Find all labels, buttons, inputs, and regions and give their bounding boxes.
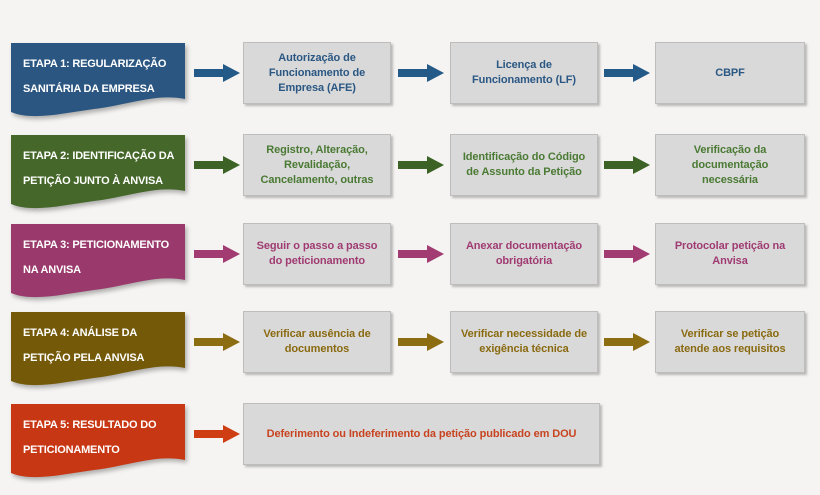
stage-label-line: ETAPA 4: ANÁLISE DA bbox=[23, 327, 138, 339]
process-box-text: Identificação do Código bbox=[462, 151, 586, 163]
right-block-arrow-icon bbox=[194, 156, 240, 174]
stage-label: ETAPA 5: RESULTADO DO PETICIONAMENTO bbox=[23, 413, 184, 463]
stage-banner: ETAPA 1: REGULARIZAÇÃO SANITÁRIA DA EMPRE… bbox=[10, 42, 186, 122]
stage-row: ETAPA 5: RESULTADO DO PETICIONAMENTO Defer… bbox=[0, 403, 820, 487]
banner-wave-shape-icon bbox=[11, 312, 185, 386]
process-box-text: Funcionamento (LF) bbox=[472, 74, 576, 86]
stage-label-line: ETAPA 3: PETICIONAMENTO bbox=[23, 239, 169, 251]
stage-label: ETAPA 4: ANÁLISE DA PETIÇÃO PELA ANVISA bbox=[23, 321, 184, 371]
stage-row: ETAPA 2: IDENTIFICAÇÃO DA PETIÇÃO JUNTO À… bbox=[0, 134, 820, 218]
right-block-arrow-icon bbox=[604, 333, 650, 351]
process-box: Deferimento ou Indeferimento da petição … bbox=[243, 403, 600, 465]
process-box-text: Empresa (AFE) bbox=[278, 81, 356, 94]
process-box: Anexar documentação obrigatória bbox=[450, 223, 598, 285]
process-box: Registro, Alteração, Revalidação, Cancelam… bbox=[243, 134, 391, 196]
process-box-text: necessária bbox=[702, 173, 758, 186]
process-box-text: obrigatória bbox=[495, 255, 553, 267]
right-block-arrow-icon bbox=[604, 245, 650, 263]
stage-row: ETAPA 4: ANÁLISE DA PETIÇÃO PELA ANVISA Ve… bbox=[0, 311, 820, 395]
stage-label-line: PETIÇÃO PELA ANVISA bbox=[23, 352, 145, 364]
right-block-arrow-icon bbox=[194, 425, 240, 443]
right-block-arrow-icon bbox=[604, 64, 650, 82]
process-box-text: documentos bbox=[284, 343, 350, 355]
process-box-text: Verificar se petição bbox=[680, 328, 780, 340]
process-box-text: Deferimento ou Indeferimento da petição … bbox=[266, 427, 577, 440]
process-box-text: de Assunto da Petição bbox=[466, 166, 582, 178]
stage-label: ETAPA 3: PETICIONAMENTO NA ANVISA bbox=[23, 233, 184, 283]
process-box-text: do peticionamento bbox=[268, 255, 366, 267]
process-box-text: Seguir o passo a passo bbox=[256, 240, 378, 252]
process-box-text: Verificar ausência de bbox=[263, 328, 371, 340]
stage-label: ETAPA 1: REGULARIZAÇÃO SANITÁRIA DA EMPRE… bbox=[23, 52, 184, 102]
process-box-text: Protocolar petição na bbox=[674, 240, 786, 252]
banner-wave-shape-icon bbox=[11, 224, 185, 298]
process-box-text: Verificar necessidade de bbox=[460, 328, 587, 340]
right-block-arrow-icon bbox=[194, 333, 240, 351]
stage-banner: ETAPA 5: RESULTADO DO PETICIONAMENTO bbox=[10, 403, 186, 483]
right-block-arrow-icon bbox=[194, 245, 240, 263]
stage-label: ETAPA 2: IDENTIFICAÇÃO DA PETIÇÃO JUNTO À… bbox=[23, 144, 184, 194]
process-box-text: Anvisa bbox=[712, 255, 748, 267]
banner-wave-shape-icon bbox=[11, 43, 185, 117]
process-box-text: Autorização de bbox=[278, 51, 356, 64]
stage-banner: ETAPA 2: IDENTIFICAÇÃO DA PETIÇÃO JUNTO À… bbox=[10, 134, 186, 214]
process-box-text: CBPF bbox=[715, 66, 745, 79]
process-box-text: Anexar documentação bbox=[465, 240, 583, 252]
stage-label-line: NA ANVISA bbox=[23, 264, 81, 276]
stage-label-line: PETIÇÃO JUNTO À ANVISA bbox=[23, 175, 163, 187]
banner-wave-shape-icon bbox=[11, 404, 185, 478]
process-box: Verificar necessidade de exigência técnic… bbox=[450, 311, 598, 373]
right-block-arrow-icon bbox=[398, 245, 444, 263]
process-box-text: exigência técnica bbox=[479, 343, 569, 355]
process-box-text: Revalidação, bbox=[283, 158, 351, 171]
right-block-arrow-icon bbox=[604, 156, 650, 174]
process-box: Verificação da documentação necessária bbox=[655, 134, 805, 196]
process-box: Verificar ausência de documentos bbox=[243, 311, 391, 373]
stage-banner: ETAPA 3: PETICIONAMENTO NA ANVISA bbox=[10, 223, 186, 303]
process-box: Verificar se petição atende aos requisito… bbox=[655, 311, 805, 373]
right-block-arrow-icon bbox=[398, 333, 444, 351]
process-box-text: Funcionamento de bbox=[268, 66, 366, 79]
stage-label-line: ETAPA 5: RESULTADO DO bbox=[23, 419, 157, 431]
stage-row: ETAPA 1: REGULARIZAÇÃO SANITÁRIA DA EMPRE… bbox=[0, 42, 820, 126]
process-box-text: documentação bbox=[691, 158, 769, 171]
stage-label-line: SANITÁRIA DA EMPRESA bbox=[23, 83, 155, 95]
stage-row: ETAPA 3: PETICIONAMENTO NA ANVISA Seguir o… bbox=[0, 223, 820, 307]
process-box: Seguir o passo a passo do peticionamento bbox=[243, 223, 391, 285]
process-box: Autorização de Funcionamento de Empresa (A… bbox=[243, 42, 391, 104]
process-box: Licença de Funcionamento (LF) bbox=[450, 42, 598, 104]
stage-label-line: ETAPA 1: REGULARIZAÇÃO bbox=[23, 58, 167, 70]
right-block-arrow-icon bbox=[398, 64, 444, 82]
right-block-arrow-icon bbox=[194, 64, 240, 82]
process-box-text: Verificação da bbox=[693, 143, 767, 156]
process-box: Protocolar petição na Anvisa bbox=[655, 223, 805, 285]
stage-banner: ETAPA 4: ANÁLISE DA PETIÇÃO PELA ANVISA bbox=[10, 311, 186, 391]
banner-wave-shape-icon bbox=[11, 135, 185, 209]
process-box-text: Cancelamento, outras bbox=[260, 173, 374, 186]
process-box-text: Registro, Alteração, bbox=[266, 143, 368, 156]
process-box-text: atende aos requisitos bbox=[674, 343, 786, 355]
process-box: CBPF bbox=[655, 42, 805, 104]
stage-label-line: ETAPA 2: IDENTIFICAÇÃO DA bbox=[23, 150, 175, 162]
process-box-text: Licença de bbox=[496, 59, 552, 71]
right-block-arrow-icon bbox=[398, 156, 444, 174]
stage-label-line: PETICIONAMENTO bbox=[23, 444, 120, 456]
process-box: Identificação do Código de Assunto da Pet… bbox=[450, 134, 598, 196]
